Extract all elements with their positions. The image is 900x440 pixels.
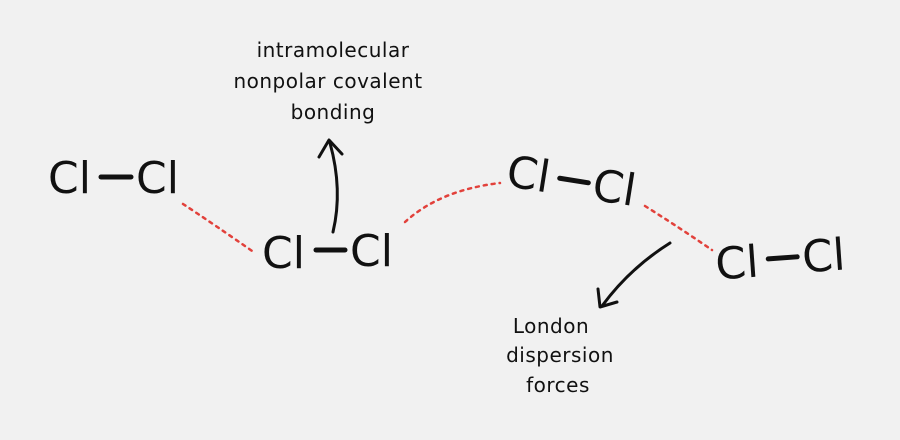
molecule-4-atom-1: Cl (714, 237, 760, 291)
molecule-2-atom-1: Cl (262, 228, 305, 279)
intramolecular-arrow (317, 138, 344, 234)
molecule-3-bond (557, 175, 591, 186)
molecule-4-atom-2: Cl (800, 230, 846, 284)
dispersion-link-2 (403, 181, 502, 224)
london-label-line-1: London (513, 314, 589, 338)
dispersion-link-3 (643, 204, 714, 252)
molecule-3: Cl Cl (503, 146, 639, 217)
intramolecular-label: intramolecular nonpolar covalent bonding (233, 38, 422, 124)
london-label-line-2: dispersion (506, 343, 614, 367)
molecule-4-bond (765, 254, 800, 262)
intramolecular-label-line-2: nonpolar covalent (233, 69, 422, 93)
molecule-1: Cl Cl (48, 153, 179, 204)
molecule-3-atom-1: Cl (503, 146, 553, 203)
london-label-line-3: forces (526, 373, 590, 397)
london-label: London dispersion forces (506, 314, 614, 397)
molecule-1-atom-1: Cl (48, 153, 91, 204)
molecule-3-atom-2: Cl (589, 160, 639, 217)
molecule-1-atom-2: Cl (136, 153, 179, 204)
molecule-2-atom-2: Cl (350, 226, 393, 277)
molecule-2: Cl Cl (262, 226, 393, 279)
intramolecular-label-line-1: intramolecular (257, 38, 410, 62)
london-arrow (596, 241, 672, 309)
intramolecular-label-line-3: bonding (291, 100, 376, 124)
dispersion-link-1 (181, 202, 257, 255)
molecule-4: Cl Cl (714, 230, 847, 291)
